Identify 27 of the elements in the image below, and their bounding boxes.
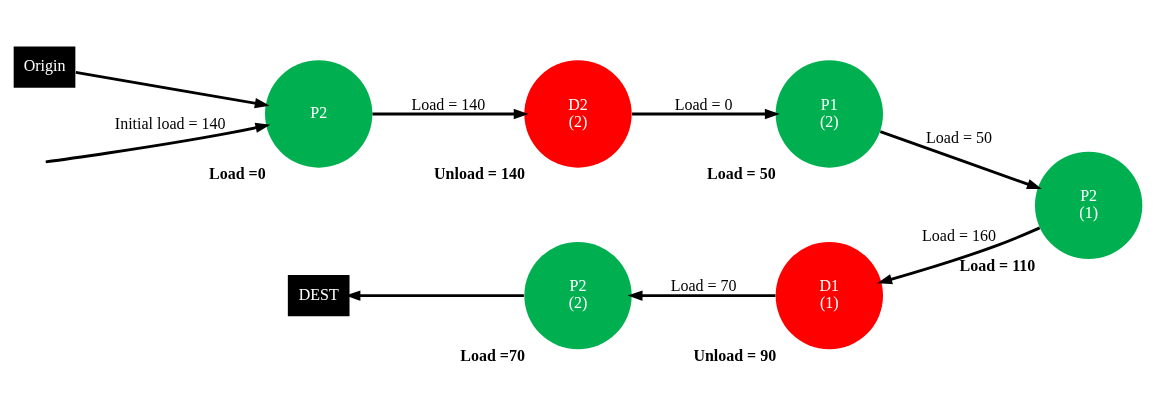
arrow [877,226,1041,285]
arrow [631,108,780,120]
node-label: Load =0 [209,165,266,183]
edge-label: Load = 140 [411,95,486,113]
edge-label: Load = 160 [922,227,996,244]
node-circle: P2 (1) [1034,151,1143,260]
node-circle: D2 (2) [524,60,632,168]
edge-label: Load = 0 [674,95,733,113]
node-box: Origin [13,46,76,88]
edge-label: Load = 70 [670,277,737,295]
edge-label: Load = 50 [926,128,992,146]
arrow [75,70,270,109]
node-label: Unload = 140 [434,165,525,183]
node-circle: P2 [265,60,373,168]
arrow [372,108,529,120]
node-circle: P1 (2) [775,60,883,168]
edge-label: Initial load = 140 [114,115,226,133]
node-label: Load =70 [460,346,525,364]
node-circle: D1 (1) [775,241,883,350]
arrow [45,122,271,164]
node-circle: P2 (2) [524,241,632,350]
node-box: DEST [287,275,350,317]
node-label: Load = 110 [959,256,1036,274]
arrow [879,130,1042,190]
arrow [627,290,776,301]
node-label: Unload = 90 [693,346,777,364]
node-label: Load = 50 [707,165,776,183]
